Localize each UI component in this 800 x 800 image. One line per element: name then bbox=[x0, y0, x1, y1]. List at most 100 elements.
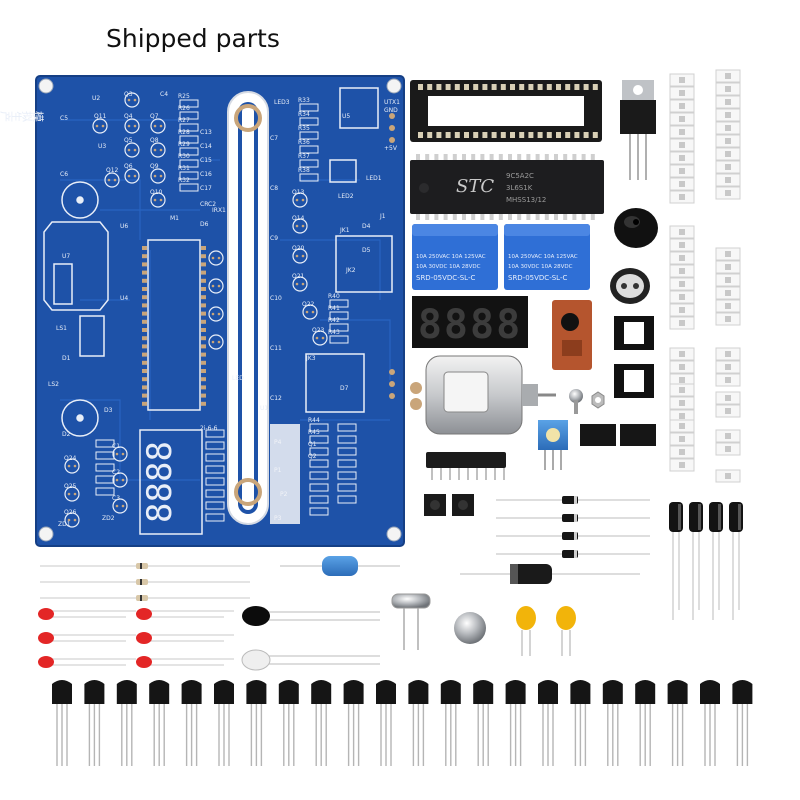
pcb-label: C11 bbox=[270, 345, 282, 352]
resistor-footprint bbox=[205, 465, 225, 474]
pad bbox=[73, 464, 77, 468]
header-pin-hole bbox=[725, 408, 731, 414]
pin-header-12 bbox=[715, 469, 741, 483]
ic-pad bbox=[142, 385, 147, 390]
ic-marking-2: 3L6S1K bbox=[506, 184, 533, 192]
transistor-footprint bbox=[112, 498, 128, 514]
transistor-footprint bbox=[150, 168, 166, 184]
pcb-label: R38 bbox=[298, 167, 310, 174]
red-led bbox=[136, 656, 152, 668]
pad bbox=[107, 178, 111, 182]
pad bbox=[311, 310, 315, 314]
pad bbox=[211, 284, 215, 288]
socket-pin bbox=[482, 84, 488, 90]
mcu-pin bbox=[462, 214, 466, 220]
pcb-label: Q10 bbox=[150, 189, 163, 196]
transistor-footprint bbox=[208, 334, 224, 350]
ic-pad bbox=[201, 393, 206, 398]
transistor-body bbox=[278, 680, 299, 704]
mcu-pin bbox=[443, 214, 448, 220]
pad bbox=[295, 198, 299, 202]
header-pin-hole bbox=[725, 290, 731, 296]
resistor-footprint bbox=[205, 453, 225, 462]
resistor-footprint bbox=[205, 429, 225, 438]
resistor-footprint bbox=[329, 311, 349, 320]
pad bbox=[101, 124, 105, 128]
resistor-footprint bbox=[337, 495, 357, 504]
pcb-label: Q5 bbox=[124, 137, 133, 144]
pcb-label: CRC2 bbox=[200, 201, 216, 208]
dip8-chip-1 bbox=[580, 424, 616, 446]
pcb-label: Q8 bbox=[150, 137, 159, 144]
pin-header-3 bbox=[669, 225, 695, 330]
pcb-label: Q20 bbox=[292, 245, 305, 252]
header-pin-hole bbox=[725, 99, 731, 105]
electrolytic-cap-horizontal bbox=[460, 564, 640, 584]
relay-2-line-1: 10A 250VAC 10A 125VAC bbox=[508, 254, 578, 260]
pcb-label: C13 bbox=[200, 129, 212, 136]
pin-header-9 bbox=[669, 419, 695, 446]
ic-pad bbox=[142, 295, 147, 300]
socket-pin bbox=[454, 132, 460, 138]
pad bbox=[321, 336, 325, 340]
mcu-pin bbox=[590, 154, 595, 160]
mcu-pin bbox=[489, 154, 494, 160]
resistor-footprint bbox=[179, 183, 199, 192]
socket-pin bbox=[537, 84, 543, 90]
ic-pad bbox=[142, 369, 147, 373]
pcb-label: Q22 bbox=[302, 301, 315, 308]
transistor-footprint bbox=[208, 306, 224, 322]
header-pin-hole bbox=[679, 90, 685, 96]
pcb-label: R25 bbox=[178, 93, 190, 100]
mcu-pin bbox=[443, 154, 448, 160]
relay-1-line-1: 10A 250VAC 10A 125VAC bbox=[416, 254, 486, 260]
pcb-label: R34 bbox=[298, 111, 310, 118]
transistor-footprint bbox=[292, 218, 308, 234]
pad bbox=[121, 504, 125, 508]
pad bbox=[153, 124, 157, 128]
socket-pin bbox=[464, 132, 469, 138]
ic-pad bbox=[142, 352, 147, 357]
push-button-1 bbox=[424, 494, 446, 516]
ic-pad bbox=[201, 287, 206, 291]
transistor-body bbox=[538, 680, 558, 704]
pcb-label: M1 bbox=[170, 215, 179, 222]
pcb-label: R41 bbox=[328, 305, 340, 312]
dip-socket-40 bbox=[410, 80, 602, 142]
mcu-pin bbox=[554, 154, 558, 160]
header-pin-hole bbox=[725, 395, 731, 401]
ic-pad bbox=[142, 344, 147, 349]
resistor-footprint bbox=[299, 103, 319, 112]
resistor-network bbox=[426, 452, 506, 480]
pad bbox=[153, 148, 157, 152]
pcb-label: Q4 bbox=[124, 113, 133, 120]
ir-led-clear bbox=[241, 649, 380, 671]
steel-ball bbox=[454, 612, 486, 644]
red-led bbox=[38, 656, 54, 668]
red-leds bbox=[38, 608, 234, 668]
pad bbox=[121, 452, 125, 456]
pcb-label: D6 bbox=[200, 221, 209, 228]
trimmer-potentiometer bbox=[538, 420, 568, 470]
pcb-label: R33 bbox=[298, 97, 310, 104]
mcu-pin bbox=[572, 214, 577, 220]
transistor-footprint bbox=[124, 92, 140, 108]
mcu-pin bbox=[452, 214, 457, 220]
pad bbox=[113, 178, 117, 182]
pad bbox=[133, 124, 137, 128]
mcu-pin bbox=[508, 214, 512, 220]
transistor-footprint bbox=[112, 472, 128, 488]
dc-motor bbox=[410, 355, 556, 435]
resistor-footprint bbox=[179, 123, 199, 132]
ceramic-capacitor-yellow-2 bbox=[556, 606, 576, 656]
socket-pin bbox=[537, 132, 543, 138]
resistor-footprint bbox=[329, 299, 349, 308]
transistor-footprint bbox=[292, 276, 308, 292]
transistor-body bbox=[473, 680, 494, 704]
pcb-label: Q11 bbox=[94, 113, 107, 120]
pcb-label: R30 bbox=[178, 153, 190, 160]
resistor-footprint bbox=[179, 99, 199, 108]
transistor-footprint bbox=[64, 486, 80, 502]
transistor-footprint bbox=[150, 118, 166, 134]
socket-pin bbox=[464, 84, 469, 90]
